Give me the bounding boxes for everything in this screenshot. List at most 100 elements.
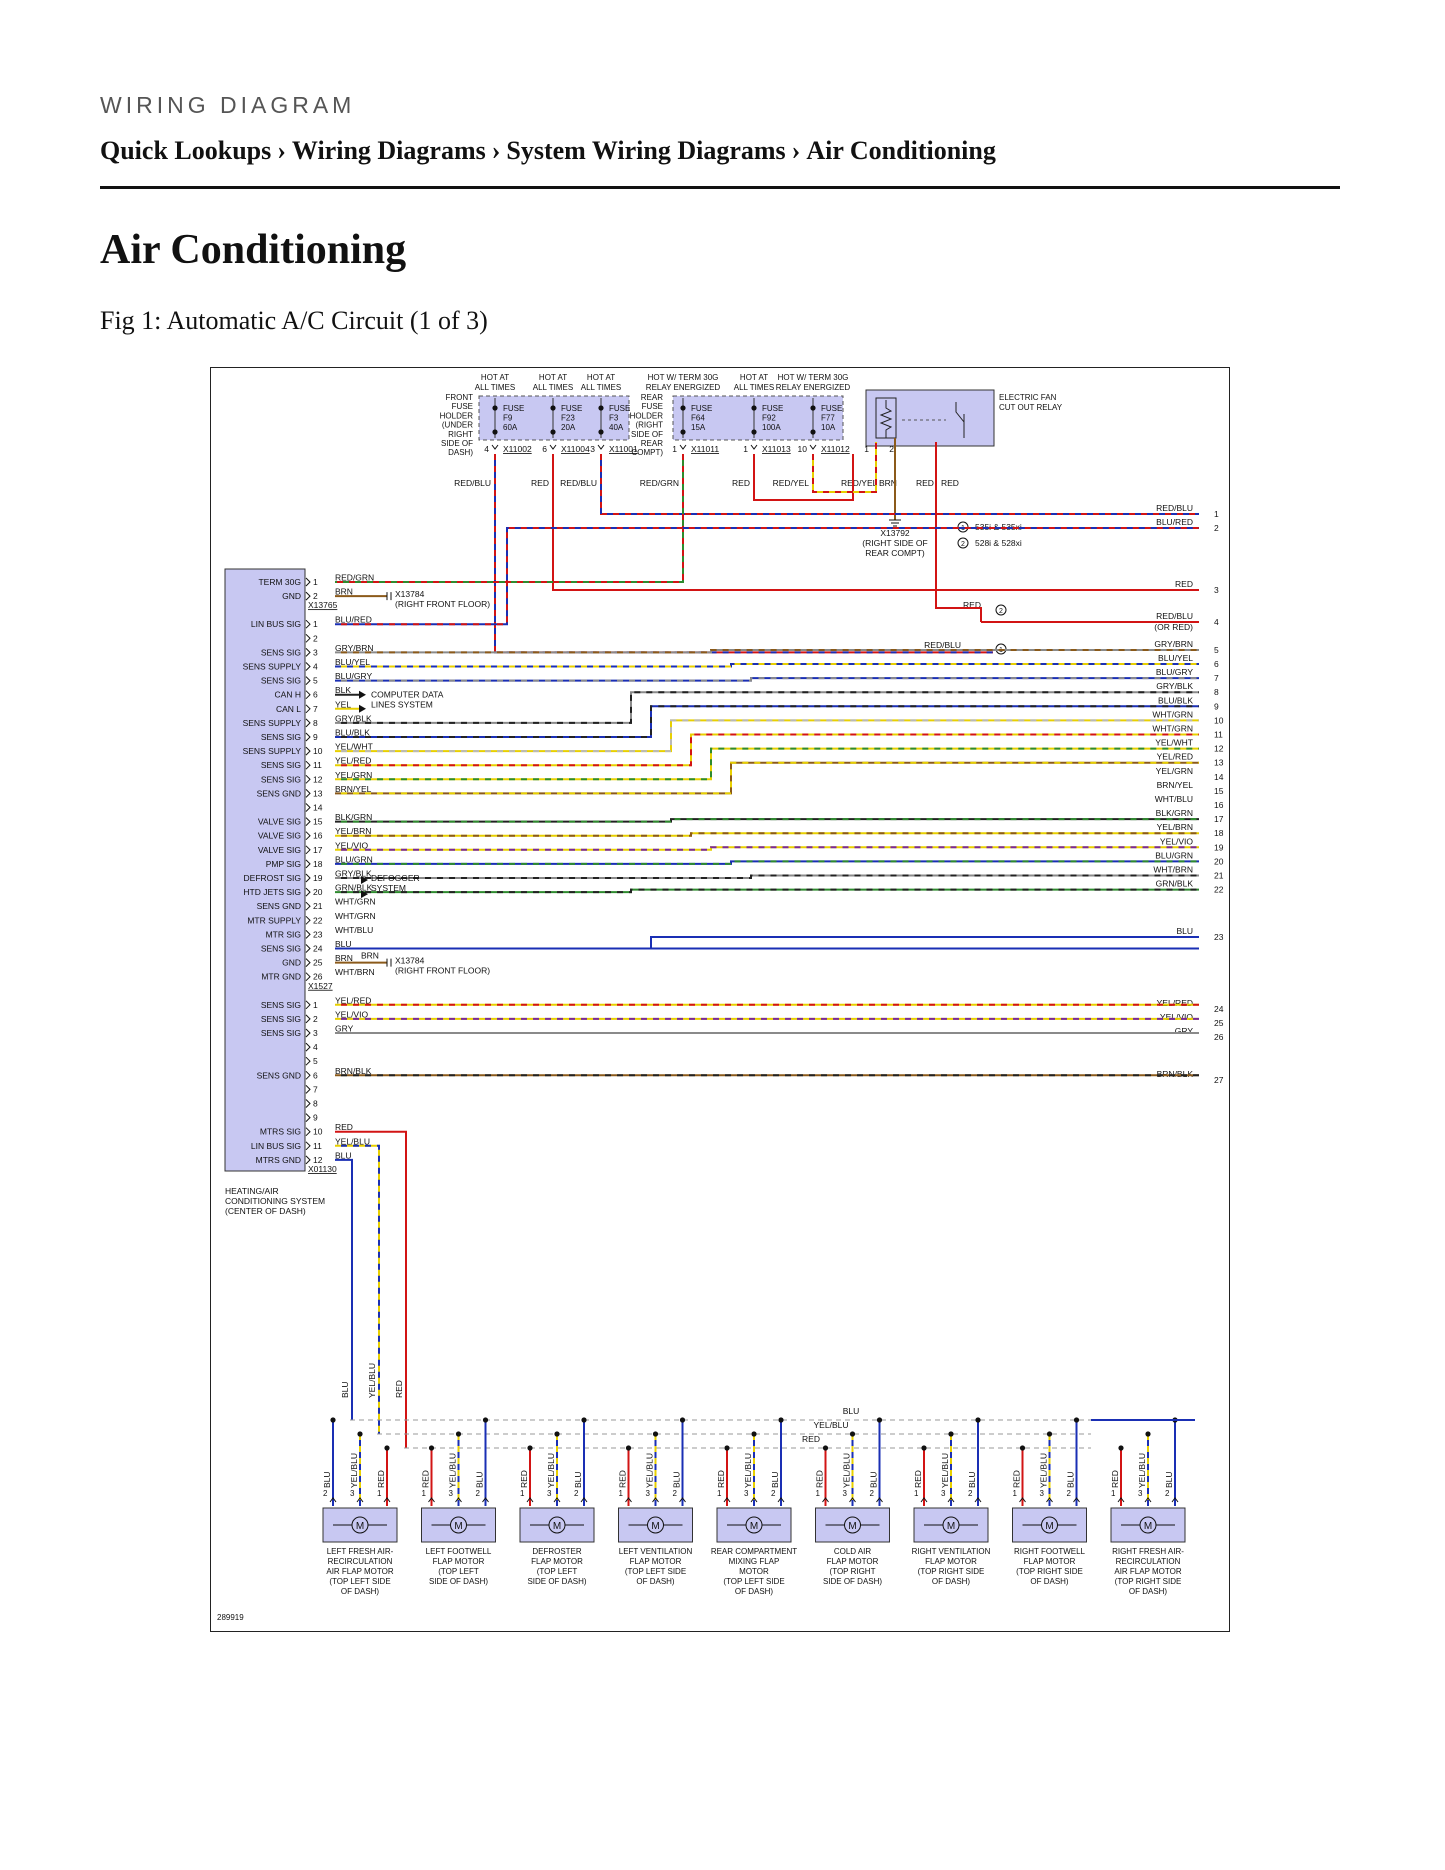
module-wire-label: YEL [335, 699, 351, 709]
bus-splice-dot [948, 1431, 954, 1437]
module-wire-label: YEL/RED [335, 995, 371, 1005]
output-number: 1 [1214, 509, 1219, 519]
motor-symbol-letter: M [356, 1521, 364, 1532]
bus-splice-dot [1046, 1431, 1053, 1437]
motor-wire-label: RED [519, 1470, 529, 1488]
fuse-hot-text: HOT AT [740, 373, 768, 382]
output-number: 23 [1214, 932, 1224, 942]
module-pin-number: 12 [313, 774, 323, 784]
module-wire-label: BLU/RED [335, 615, 372, 625]
relay-coil [879, 400, 893, 438]
module-pin-number: 8 [313, 718, 318, 728]
relay-pin: 1 [864, 444, 869, 454]
breadcrumb-wiring-diagrams[interactable]: Wiring Diagrams [291, 136, 486, 165]
module-wire-label: BLU [335, 1150, 352, 1160]
pin-chevron [305, 1141, 311, 1151]
motor-symbol-letter: M [750, 1521, 758, 1532]
flap-motor-name: SIDE OF DASH) [527, 1577, 586, 1586]
fuse-label: F64 [691, 414, 705, 423]
motor-wire-label: BLU [475, 1471, 485, 1488]
breadcrumb-air-conditioning[interactable]: Air Conditioning [806, 136, 996, 165]
motor-pin-number: 3 [646, 1489, 651, 1498]
flap-motor-name: RECIRCULATION [1116, 1557, 1181, 1566]
motor-pin-number: 1 [816, 1489, 821, 1498]
wire-red [753, 454, 854, 501]
figure-id: 289919 [217, 1613, 244, 1622]
wire-gry-blk-stripe [335, 874, 1199, 879]
output-number: 6 [1214, 659, 1219, 669]
motor-wire-label: RED [1012, 1470, 1022, 1488]
output-wire-label: WHT/BRN [1153, 865, 1193, 875]
module-wire-label: YEL/BRN [335, 826, 371, 836]
module-wire-label: WHT/GRN [335, 897, 376, 907]
fuse-terminal [810, 405, 816, 411]
bus-splice-dot [625, 1445, 632, 1451]
fuse-terminal [751, 405, 757, 411]
flap-motor-name: OF DASH) [341, 1587, 380, 1596]
breadcrumb-quick-lookups[interactable]: Quick Lookups [100, 136, 272, 165]
motor-wire-label: YEL/BLU [645, 1453, 655, 1488]
bus-splice-dot [581, 1417, 587, 1423]
motor-pin-number: 1 [914, 1489, 919, 1498]
motor-wire-label: BLU [322, 1471, 332, 1488]
ground-id: X13792 [880, 528, 910, 538]
output-number: 5 [1214, 645, 1219, 655]
hvac-module-name: (CENTER OF DASH) [225, 1206, 306, 1216]
module-wire-label: BLU/YEL [335, 657, 370, 667]
module-pin-number: 6 [313, 690, 318, 700]
pin-chevron [305, 930, 311, 939]
output-wire-label: YEL/RED [1157, 752, 1193, 762]
flap-motor-name: (TOP RIGHT SIDE [1115, 1577, 1182, 1586]
module-pin-number: 20 [313, 887, 323, 897]
fuse-holder-name: FUSE [452, 402, 473, 411]
output-number: 18 [1214, 828, 1224, 838]
pin-chevron [305, 845, 311, 855]
motor-pin-number: 1 [1111, 1489, 1116, 1498]
bus-splice-dot [778, 1417, 784, 1423]
output-number: 13 [1214, 758, 1224, 768]
motor-wire-label: BLU [770, 1471, 780, 1488]
pin-chevron [549, 444, 557, 450]
module-pin-number: 18 [313, 859, 323, 869]
fuse-terminal [550, 405, 556, 411]
breadcrumb-system-wiring-diagrams[interactable]: System Wiring Diagrams [506, 136, 786, 165]
variant-alt-wire: RED [963, 600, 981, 610]
fuse-label: 100A [762, 423, 781, 432]
pin-chevron [526, 1497, 534, 1503]
module-pin-label: SENS SUPPLY [243, 718, 302, 728]
wire-blu [335, 1158, 353, 1420]
hvac-module-name: HEATING/AIR [225, 1186, 279, 1196]
module-pin-label: SENS SUPPLY [243, 746, 302, 756]
module-pin-number: 24 [313, 944, 323, 954]
pin-chevron [652, 1497, 659, 1503]
bus-splice-dot [652, 1431, 659, 1437]
flap-motor-name: REAR COMPARTMENT [711, 1547, 797, 1556]
module-pin-number: 1 [313, 1000, 318, 1010]
motor-wire-label: YEL/BLU [448, 1453, 458, 1488]
output-number: 20 [1214, 856, 1224, 866]
pin-chevron [822, 1497, 829, 1503]
module-pin-number: 3 [313, 1028, 318, 1038]
wire-blu-red [335, 527, 1199, 626]
pin-chevron [553, 1497, 561, 1503]
flap-motor-name: RECIRCULATION [328, 1557, 393, 1566]
motor-wire-label: YEL/BLU [940, 1453, 950, 1488]
wire-blu-grn-stripe [335, 860, 1199, 865]
breadcrumb-separator: › [491, 136, 501, 165]
module-wire-label: GRY/BRN [335, 643, 374, 653]
fuse-pin: 10 [798, 444, 808, 454]
pin-chevron [305, 958, 311, 967]
output-wire-label: RED/BLU [1156, 611, 1193, 621]
pin-chevron [305, 746, 311, 756]
wire-blu-red-stripe [335, 527, 1199, 626]
bus-wire-label: BLU [843, 1406, 860, 1416]
pin-chevron [305, 1099, 311, 1108]
module-pin-number: 10 [313, 746, 323, 756]
output-wire-label: BLU [1176, 926, 1193, 936]
output-wire-label: RED/BLU [1156, 503, 1193, 513]
module-wire-label: YEL/GRN [335, 770, 372, 780]
arrow-icon [361, 890, 368, 899]
motor-wire-label: BLU [672, 1471, 682, 1488]
output-wire-label: BLK/GRN [1156, 808, 1193, 818]
flap-motor-name: DEFROSTER [532, 1547, 582, 1556]
